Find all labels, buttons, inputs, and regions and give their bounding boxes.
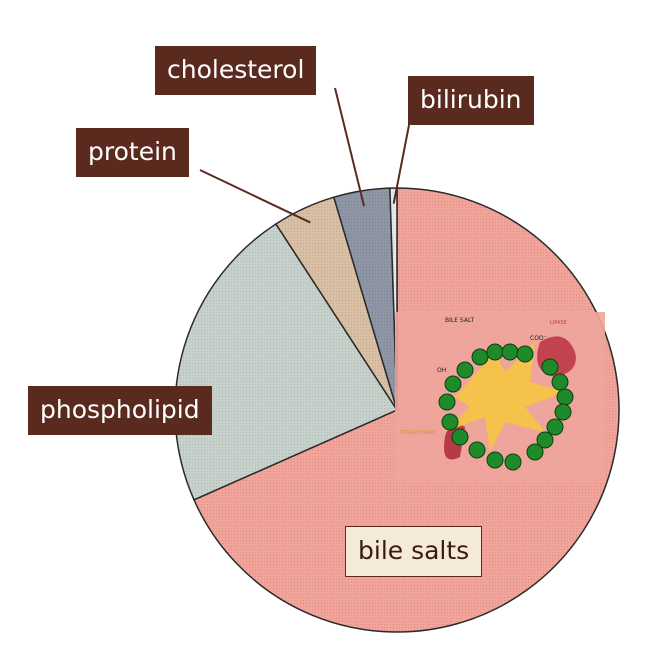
micelle-bead (441, 413, 459, 431)
micelle-bead (516, 345, 534, 363)
micelle-bead (556, 388, 574, 406)
micelle-bead (438, 393, 456, 411)
micelle-bead (526, 443, 544, 461)
micelle-bead (468, 441, 486, 459)
micelle-bead (541, 358, 559, 376)
leader-line-cholesterol (334, 87, 366, 207)
micelle-bead (504, 453, 522, 471)
bile-salt-micelle-illustration: BILE SALT LIPASE TRIGLYCERIDE COO⁻ OH (395, 312, 605, 482)
micelle-bead (444, 375, 462, 393)
pie-slice-texture-phospholipid (174, 223, 397, 500)
micelle-bead (554, 403, 572, 421)
micelle-bead (536, 431, 554, 449)
micelle-bead (546, 418, 564, 436)
micelle-bead (486, 451, 504, 469)
inset-label-triglyceride: TRIGLYCERIDE (399, 430, 435, 436)
inset-label-coo: COO⁻ (530, 335, 547, 342)
micelle-bead (456, 361, 474, 379)
slice-label-protein: protein (76, 128, 189, 177)
micelle-bead (471, 348, 489, 366)
leader-lines (199, 87, 411, 224)
slice-label-bilirubin: bilirubin (408, 76, 534, 125)
leader-line-protein (199, 169, 311, 224)
micelle-bead (501, 343, 519, 361)
pie-slice-texture-protein (275, 197, 397, 410)
inset-label-lipase: LIPASE (550, 320, 567, 326)
slice-label-bile-salts: bile salts (345, 526, 483, 577)
pie-slice-texture-cholesterol (333, 188, 397, 410)
slice-label-phospholipid: phospholipid (28, 386, 212, 435)
micelle-bead (451, 428, 469, 446)
inset-label-bile-salt: BILE SALT (445, 317, 474, 324)
micelle-bead (486, 343, 504, 361)
slice-label-cholesterol: cholesterol (155, 46, 317, 95)
leader-line-bilirubin (392, 119, 411, 204)
inset-label-oh: OH (437, 367, 446, 374)
micelle-bead (551, 373, 569, 391)
